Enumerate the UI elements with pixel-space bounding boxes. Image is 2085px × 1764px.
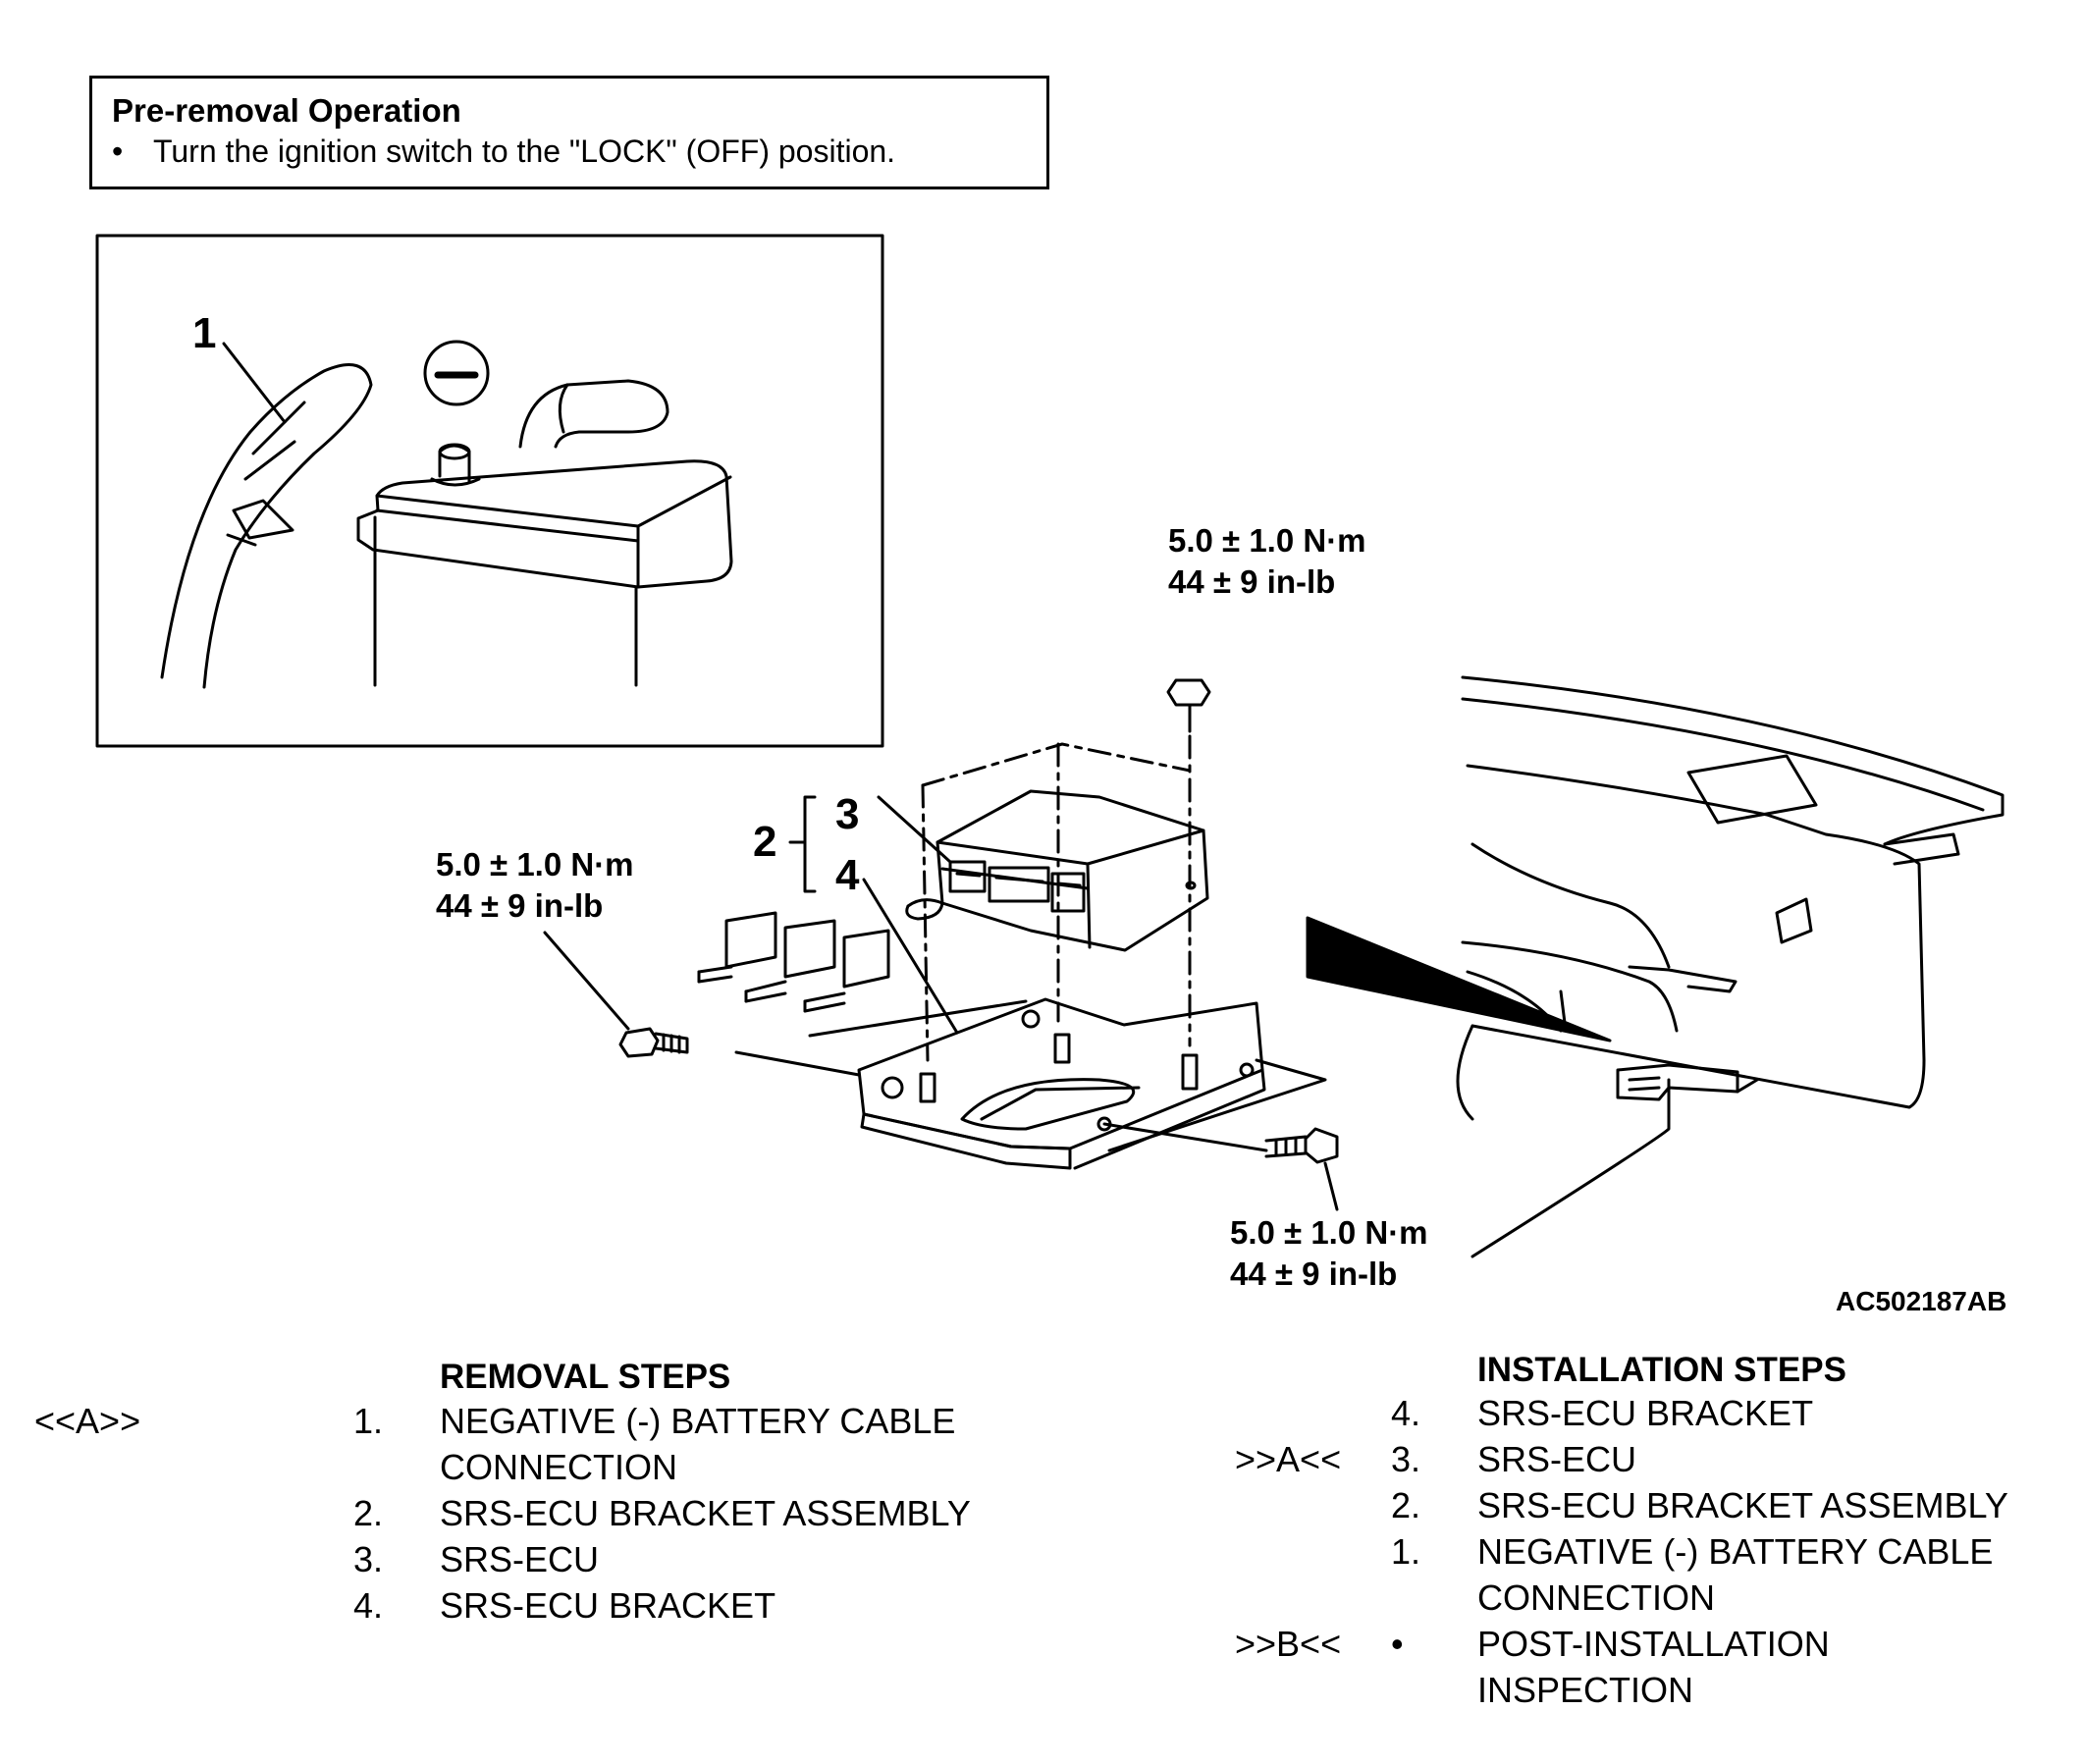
installation-step-text: POST-INSTALLATION INSPECTION [1477,1624,1830,1710]
pre-removal-title: Pre-removal Operation [112,92,461,129]
removal-step-number: 1. [353,1401,384,1441]
torque-bottom-nm: 5.0 ± 1.0 N·m [1230,1214,1428,1251]
dashboard-illustration [1456,675,2005,1258]
srs-ecu-illustration [543,678,1339,1211]
torque-top-inlb: 44 ± 9 in-lb [1168,563,1336,600]
torque-left-inlb: 44 ± 9 in-lb [436,887,604,924]
removal-step-text: NEGATIVE (-) BATTERY CABLE CONNECTION [440,1401,956,1487]
torque-bottom-inlb: 44 ± 9 in-lb [1230,1256,1398,1292]
installation-steps-title: INSTALLATION STEPS [1477,1351,1846,1389]
installation-step-number: 1. [1391,1531,1421,1572]
pre-removal-item-text: Turn the ignition switch to the "LOCK" (… [153,134,896,169]
installation-step-text: SRS-ECU BRACKET [1477,1393,1814,1433]
removal-step-text: SRS-ECU BRACKET [440,1585,776,1626]
torque-top-nm: 5.0 ± 1.0 N·m [1168,522,1366,559]
torque-label-top: 5.0 ± 1.0 N·m 44 ± 9 in-lb [1168,520,1366,603]
installation-step-text: NEGATIVE (-) BATTERY CABLE CONNECTION [1477,1531,1994,1618]
figure-code: AC502187AB [1836,1286,2007,1316]
battery-illustration [160,363,733,689]
installation-step-number: 2. [1391,1485,1421,1525]
removal-step-mark: <<A>> [34,1401,141,1441]
torque-left-nm: 5.0 ± 1.0 N·m [436,846,634,882]
bullet-icon: • [112,134,124,169]
removal-step-text: SRS-ECU BRACKET ASSEMBLY [440,1493,971,1533]
callout-3: 3 [835,790,860,838]
location-pointer [1306,916,1612,1042]
callout-2: 2 [753,818,777,866]
negative-cable [160,363,373,689]
installation-step-mark: >>A<< [1235,1439,1342,1479]
callout-4: 4 [835,851,860,899]
pre-removal-item: • Turn the ignition switch to the "LOCK" … [112,135,895,167]
callout-1: 1 [192,309,217,357]
torque-label-left: 5.0 ± 1.0 N·m 44 ± 9 in-lb [436,844,634,927]
pre-removal-box: Pre-removal Operation • Turn the ignition… [89,76,1049,189]
removal-step-number: 4. [353,1585,384,1626]
negative-terminal-symbol [423,340,490,406]
removal-steps-title: REMOVAL STEPS [440,1358,731,1396]
removal-step-text: SRS-ECU [440,1539,600,1579]
installation-step-text: SRS-ECU BRACKET ASSEMBLY [1477,1485,2008,1525]
battery-inset-frame [95,234,884,748]
installation-step-number: 3. [1391,1439,1421,1479]
removal-step-number: 3. [353,1539,384,1579]
installation-step-mark: >>B<< [1235,1624,1342,1664]
installation-step-text: SRS-ECU [1477,1439,1637,1479]
bullet-icon: • [1391,1624,1404,1664]
removal-step-number: 2. [353,1493,384,1533]
installation-step-number: 4. [1391,1393,1421,1433]
torque-label-bottom: 5.0 ± 1.0 N·m 44 ± 9 in-lb [1230,1212,1428,1295]
